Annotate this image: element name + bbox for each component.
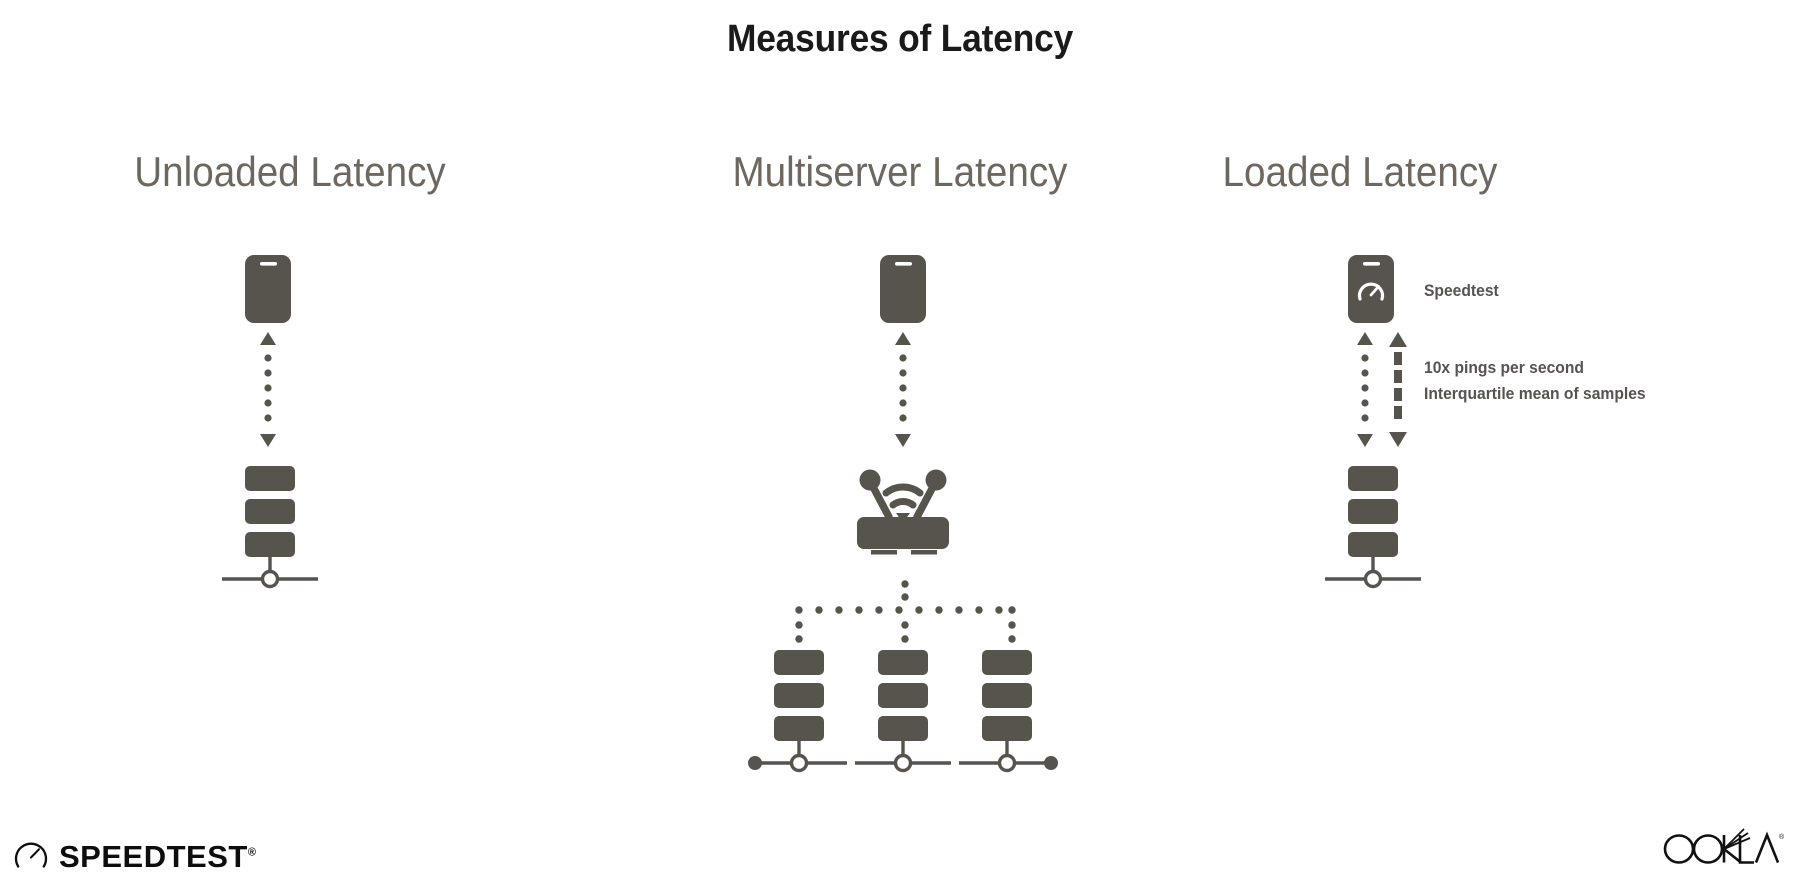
column-heading-unloaded: Unloaded Latency [134, 148, 446, 195]
phone-icon-unloaded [245, 255, 291, 323]
dotted-double-arrow-icon-multiserver [893, 332, 913, 447]
speedtest-trademark: ® [247, 846, 257, 859]
annotation-loaded-link-line-1: 10x pings per second [1424, 358, 1584, 377]
server-icon-loaded [1325, 466, 1421, 589]
server-icon-unloaded [222, 466, 318, 589]
phone-icon-multiserver [880, 255, 926, 323]
column-heading-loaded: Loaded Latency [1222, 148, 1498, 195]
speedometer-icon [14, 839, 48, 873]
speedtest-logo: SPEEDTEST® [14, 839, 256, 873]
ookla-trademark: ® [1779, 833, 1785, 841]
server-icon-multiserver-2 [855, 650, 951, 773]
speedtest-phone-icon [1348, 255, 1394, 323]
annotation-loaded-link-line-2: Interquartile mean of samples [1424, 384, 1646, 404]
dotted-double-arrow-icon-loaded [1355, 332, 1375, 447]
ookla-logo: ® [1662, 825, 1785, 869]
column-heading-multiserver: Multiserver Latency [732, 148, 1068, 195]
wifi-router-icon [845, 467, 961, 556]
server-icon-multiserver-1 [748, 650, 847, 773]
dotted-branch-connector-icon [790, 580, 1020, 652]
dashed-double-arrow-icon-loaded [1388, 332, 1408, 447]
page-title: Measures of Latency [726, 18, 1074, 60]
annotation-speedtest-label: Speedtest [1424, 281, 1499, 300]
speedtest-wordmark: SPEEDTEST® [59, 838, 257, 874]
dotted-double-arrow-icon-unloaded [258, 332, 278, 447]
server-icon-multiserver-3 [959, 650, 1058, 773]
annotation-loaded-link: 10x pings per second Interquartile mean … [1424, 355, 1646, 408]
